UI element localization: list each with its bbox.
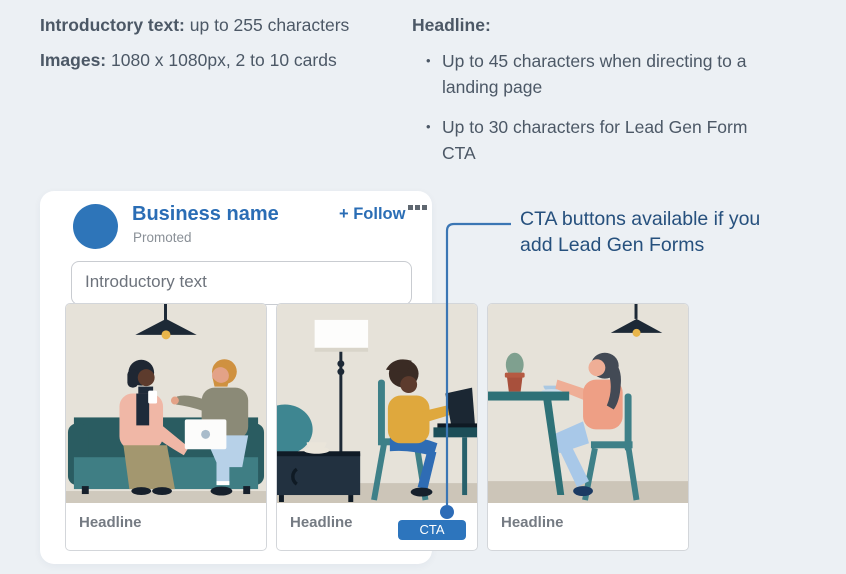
pendant-lamp-icon (135, 318, 197, 335)
headline-spec-label: Headline: (412, 15, 491, 35)
headline-bullet-1: • Up to 45 characters when directing to … (412, 48, 764, 100)
pendant-lamp-icon (610, 318, 663, 333)
floor-lamp-icon (339, 351, 343, 490)
card-2-illustration-desk-scene (277, 304, 477, 503)
bullet-icon: • (426, 53, 431, 68)
card-3-footer: Headline (488, 503, 688, 549)
annotation-label: CTA buttons available if you add Lead Ge… (520, 206, 760, 258)
intro-spec-line: Introductory text: up to 255 characters (40, 13, 349, 37)
carousel-card-1[interactable]: Headline (65, 303, 267, 551)
spec-text-left: Introductory text: up to 255 characters … (40, 13, 349, 72)
cta-button[interactable]: CTA (398, 520, 466, 540)
intro-spec-value: up to 255 characters (189, 15, 350, 35)
intro-spec-label: Introductory text: (40, 15, 185, 35)
headline-bullet-list: • Up to 45 characters when directing to … (412, 48, 792, 166)
card-1-footer: Headline (66, 503, 266, 549)
annotation-label-line-1: CTA buttons available if you (520, 208, 761, 230)
images-spec-line: Images: 1080 x 1080px, 2 to 10 cards (40, 48, 349, 72)
card-2-footer: Headline CTA (277, 503, 477, 549)
carousel-card-3[interactable]: Headline (487, 303, 689, 551)
business-name-link[interactable]: Business name (132, 203, 279, 225)
intro-text-field[interactable]: Introductory text (71, 261, 412, 305)
follow-button[interactable]: + Follow (339, 205, 406, 223)
overflow-menu-icon[interactable] (408, 205, 427, 210)
spec-text-right: Headline: • Up to 45 characters when dir… (412, 13, 792, 180)
headline-bullet-2: • Up to 30 characters for Lead Gen Form … (412, 114, 764, 166)
card-1-headline: Headline (79, 514, 142, 531)
carousel-card-2[interactable]: Headline CTA (276, 303, 478, 551)
card-3-headline: Headline (501, 514, 564, 531)
headline-bullet-1-text: Up to 45 characters when directing to a … (442, 51, 747, 97)
card-2-headline: Headline (290, 514, 353, 531)
card-3-illustration-table-scene (488, 304, 688, 503)
card-1-illustration-sofa-scene (66, 304, 266, 503)
intro-text-placeholder: Introductory text (85, 272, 207, 291)
company-avatar[interactable] (73, 204, 118, 249)
images-spec-value: 1080 x 1080px, 2 to 10 cards (111, 50, 337, 70)
images-spec-label: Images: (40, 50, 107, 70)
headline-bullet-2-text: Up to 30 characters for Lead Gen Form CT… (442, 117, 748, 163)
annotation-label-line-2: add Lead Gen Forms (520, 234, 705, 256)
promoted-label: Promoted (133, 230, 192, 245)
bullet-icon: • (426, 119, 431, 134)
